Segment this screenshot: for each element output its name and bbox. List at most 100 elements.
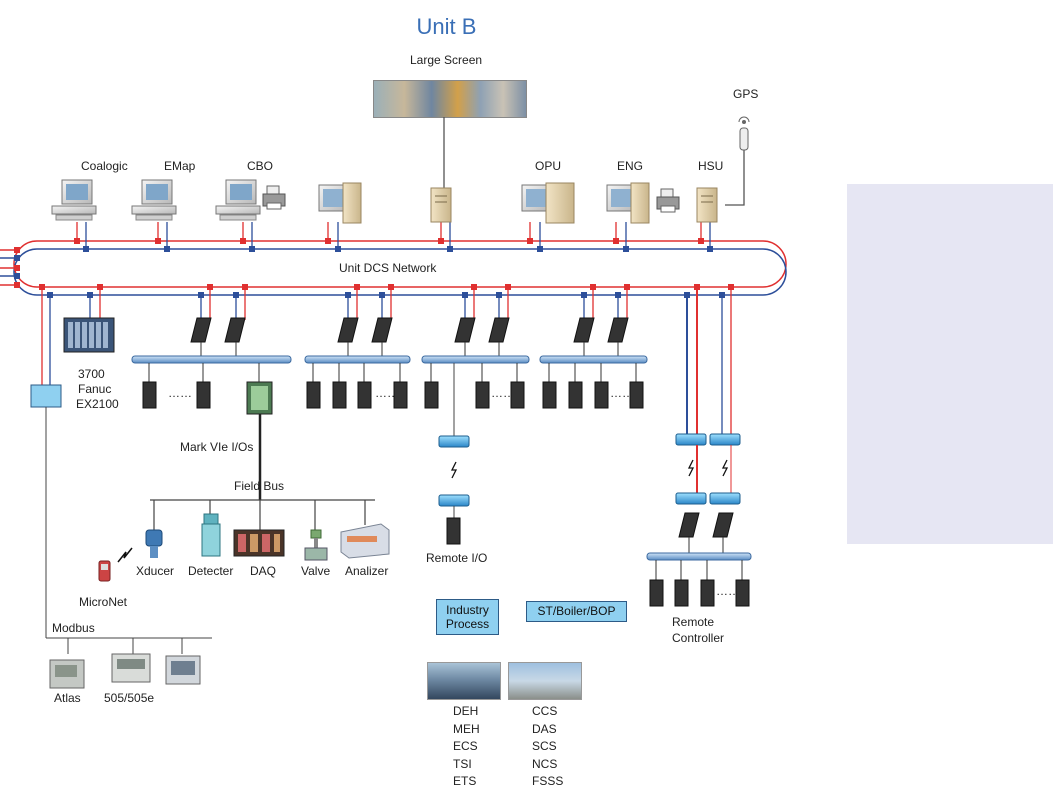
- field-bus-lines: [150, 499, 375, 530]
- io-bus-1: [131, 355, 292, 364]
- modbus-gateway-icon: [30, 384, 212, 654]
- controller-pair: [573, 317, 629, 343]
- fiber-link-icon: [721, 459, 729, 477]
- eng-station-icon: [606, 182, 650, 224]
- ellipsis-4: ……: [610, 386, 634, 400]
- ellipsis-5: ……: [716, 584, 740, 598]
- list-item: ECS: [453, 739, 478, 753]
- controller-pair: [337, 317, 393, 343]
- valve-label: Valve: [301, 564, 331, 578]
- remote-io-link: [438, 363, 470, 545]
- controller-label-line2: Fanuc: [78, 382, 112, 396]
- ellipsis-3: ……: [491, 386, 515, 400]
- turbine-photo: [427, 662, 501, 700]
- large-screen-server-icon: [430, 187, 452, 223]
- analizer-label: Analizer: [345, 564, 389, 578]
- emap-computer-icon: [131, 179, 177, 221]
- controller-pair: [190, 317, 246, 343]
- mark-vie-label: Mark VIe I/Os: [180, 440, 254, 454]
- atlas-label: Atlas: [54, 691, 81, 705]
- detecter-label: Detecter: [188, 564, 234, 578]
- list-item: FSSS: [532, 774, 564, 788]
- gps-label: GPS: [733, 87, 759, 101]
- eng-label: ENG: [617, 159, 644, 173]
- media-converter-icon: [675, 433, 707, 446]
- cbo-label: CBO: [247, 159, 274, 173]
- gps-antenna-icon: [738, 116, 750, 151]
- industry-process-line1: Industry: [446, 603, 489, 617]
- controller-label-line3: EX2100: [76, 397, 119, 411]
- controller-pair: [678, 512, 734, 538]
- list-item: NCS: [532, 756, 558, 771]
- g505-icon: [111, 653, 151, 683]
- remote-io-label: Remote I/O: [426, 551, 488, 565]
- cbo-computer-icon: [215, 179, 261, 221]
- controller-pair: [454, 317, 510, 343]
- plant-photo: [508, 662, 582, 700]
- industry-process-box: Industry Process: [436, 599, 499, 635]
- g505-label: 505/505e: [104, 691, 155, 705]
- remote-io-module-icon: [446, 517, 461, 545]
- controller-label-line1: 3700: [78, 367, 105, 381]
- valve-icon: [304, 529, 328, 561]
- remote-controller-label-line1: Remote: [672, 615, 715, 629]
- wireless-icon: [117, 547, 133, 563]
- io-bus-4: [539, 355, 648, 364]
- io-bus-3: [421, 355, 530, 364]
- opu-station-icon: [521, 182, 575, 224]
- modbus-label: Modbus: [52, 621, 95, 635]
- fiber-link-icon: [450, 461, 458, 479]
- field-device-icons: [98, 513, 390, 582]
- dcs-network-ring: [0, 240, 787, 296]
- coalogic-label: Coalogic: [81, 159, 128, 173]
- ellipsis-2: ……: [375, 386, 399, 400]
- io-bus-5: [646, 552, 752, 561]
- connection-dots: [14, 238, 734, 298]
- media-converter-icon: [438, 435, 470, 448]
- workstation-icons: [51, 116, 750, 224]
- list-item: DEH: [453, 704, 479, 718]
- xducer-label: Xducer: [136, 564, 175, 578]
- hsu-label: HSU: [698, 159, 724, 173]
- diagram-title: Unit B: [416, 14, 477, 39]
- cbo-printer-icon: [262, 185, 286, 210]
- controller-rack-icon: [63, 317, 115, 353]
- atlas-icon: [49, 659, 85, 689]
- network-label: Unit DCS Network: [339, 261, 437, 275]
- media-converter-icon: [709, 492, 741, 505]
- micronet-label: MicroNet: [79, 595, 128, 609]
- large-screen-label: Large Screen: [410, 53, 483, 67]
- ellipsis-1: ……: [168, 386, 192, 400]
- list-item: CCS: [532, 704, 558, 718]
- detecter-icon: [201, 513, 221, 557]
- micronet-icon: [98, 560, 111, 582]
- industry-process-line2: Process: [445, 617, 490, 631]
- st-boiler-box: ST/Boiler/BOP: [526, 601, 627, 622]
- list-item: MEH: [453, 721, 480, 736]
- opu-label: OPU: [535, 159, 562, 173]
- list-item: DAS: [532, 721, 557, 736]
- analizer-icon: [340, 523, 390, 559]
- media-converter-icon: [438, 494, 470, 507]
- media-converter-icon: [709, 433, 741, 446]
- xducer-icon: [145, 529, 163, 558]
- modbus-device-icons: [49, 653, 201, 689]
- modbus-device-icon: [165, 655, 201, 685]
- operator-station-icon: [318, 182, 362, 224]
- io-modules: [131, 317, 752, 607]
- media-converter-icon: [675, 492, 707, 505]
- list-item: SCS: [532, 739, 557, 753]
- daq-label: DAQ: [250, 564, 277, 578]
- io-bus-2: [304, 355, 411, 364]
- emap-label: EMap: [164, 159, 196, 173]
- coalogic-computer-icon: [51, 179, 97, 221]
- left-system-list: DEH MEH ECS TSI ETS: [453, 703, 480, 791]
- list-item: TSI: [453, 756, 472, 771]
- remote-controller-link: [675, 433, 741, 505]
- eng-printer-icon: [656, 188, 680, 213]
- side-panel: [847, 184, 1053, 544]
- right-system-list: CCS DAS SCS NCS FSSS: [532, 703, 563, 791]
- daq-icon: [233, 529, 285, 557]
